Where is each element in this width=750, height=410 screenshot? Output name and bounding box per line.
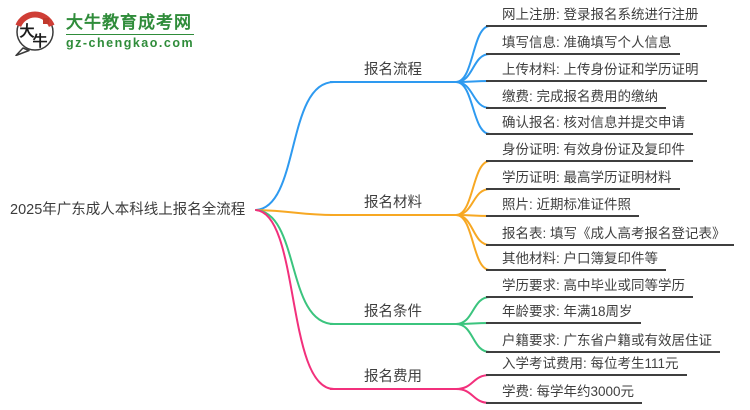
- leaf-node-other: 其他材料: 户口簿复印件等: [486, 250, 667, 271]
- leaf-node-fill-info: 填写信息: 准确填写个人信息: [486, 34, 680, 55]
- site-logo[interactable]: 大 牛 大牛教育成考网 gz-chengkao.com: [12, 8, 195, 56]
- svg-text:大: 大: [19, 22, 34, 40]
- leaf-node-residence: 户籍要求: 广东省户籍或有效居住证: [486, 332, 721, 353]
- leaf-curve: [455, 323, 491, 353]
- leaf-node-age-req: 年龄要求: 年满18周岁: [486, 303, 641, 324]
- leaf-curve: [455, 296, 491, 325]
- leaf-node-edu-req: 学历要求: 高中毕业或同等学历: [486, 277, 694, 298]
- leaf-curve: [455, 214, 491, 271]
- daniu-logo-icon: 大 牛: [15, 11, 55, 56]
- leaf-curve: [455, 160, 491, 216]
- branch-node-conditions: 报名条件: [330, 303, 456, 325]
- leaf-node-pay: 缴费: 完成报名费用的缴纳: [486, 88, 667, 109]
- leaf-node-upload: 上传材料: 上传身份证和学历证明: [486, 61, 707, 82]
- leaf-node-confirm: 确认报名: 核对信息并提交申请: [486, 114, 694, 135]
- leaf-curve: [455, 188, 491, 216]
- site-domain: gz-chengkao.com: [66, 34, 195, 50]
- leaf-node-exam-fee: 入学考试费用: 每位考生111元: [486, 355, 687, 376]
- leaf-node-tuition: 学费: 每学年约3000元: [486, 383, 643, 404]
- branch-node-fees: 报名费用: [330, 368, 456, 390]
- leaf-node-photo: 照片: 近期标准证件照: [486, 196, 640, 217]
- branch-node-materials: 报名材料: [330, 194, 456, 216]
- leaf-curve: [455, 388, 491, 404]
- site-name: 大牛教育成考网: [66, 13, 192, 32]
- root-node: 2025年广东成人本科线上报名全流程: [10, 202, 246, 218]
- leaf-node-form: 报名表: 填写《成人高考报名登记表》: [486, 225, 734, 246]
- branch-curve-fees: [255, 209, 335, 390]
- leaf-curve: [455, 53, 491, 83]
- branch-curve-conditions: [255, 209, 335, 325]
- leaf-curve: [455, 374, 491, 390]
- branch-node-process: 报名流程: [330, 61, 456, 83]
- leaf-node-id-proof: 身份证明: 有效身份证及复印件: [486, 141, 694, 162]
- leaf-curve: [455, 81, 491, 109]
- leaf-curve: [455, 81, 491, 135]
- branch-curve-materials: [255, 209, 335, 216]
- leaf-node-edu-proof: 学历证明: 最高学历证明材料: [486, 169, 680, 190]
- leaf-node-register: 网上注册: 登录报名系统进行注册: [486, 6, 707, 27]
- branch-curve-process: [255, 81, 335, 211]
- svg-text:牛: 牛: [32, 32, 47, 50]
